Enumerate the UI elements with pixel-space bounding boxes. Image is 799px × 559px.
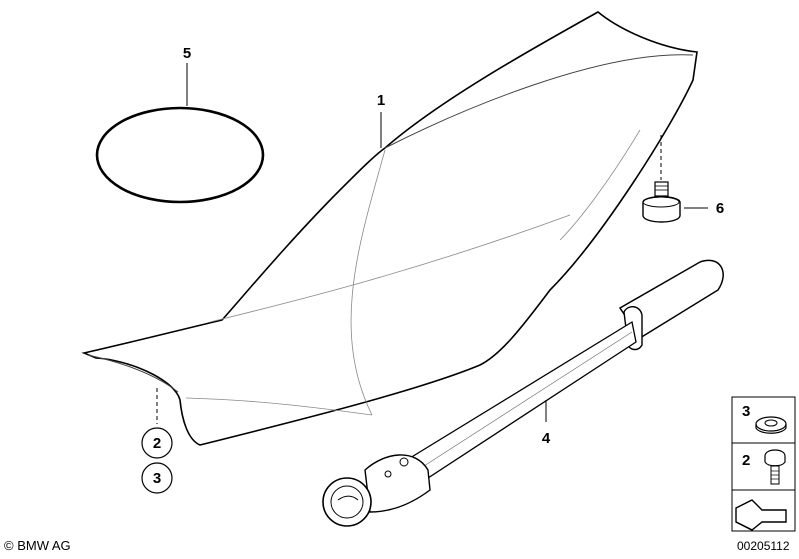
callout-3-label: 3 xyxy=(153,470,161,487)
callout-1-label: 1 xyxy=(377,92,385,109)
pump-gauge xyxy=(322,477,372,527)
seat-lower-crease xyxy=(185,397,373,416)
gauge-needle xyxy=(337,495,359,501)
legend-washer-number: 3 xyxy=(742,403,750,420)
pump-head xyxy=(364,454,431,513)
buffer-part xyxy=(642,135,708,223)
washer-icon xyxy=(755,416,787,434)
seat-part xyxy=(81,11,698,446)
buffer-body xyxy=(642,196,681,223)
seat-outline xyxy=(81,11,698,446)
buffer-thread xyxy=(654,181,669,197)
callout-5-label: 5 xyxy=(183,45,191,62)
seat-top-edge xyxy=(384,54,694,149)
pump-handle xyxy=(618,259,724,340)
o-ring xyxy=(95,106,265,204)
seat-center-line xyxy=(350,149,386,416)
ring-part xyxy=(95,63,265,204)
copyright-text: © BMW AG xyxy=(4,538,71,553)
document-number: 00205112 xyxy=(737,539,790,553)
seat-right-contour xyxy=(559,129,641,241)
screw-icon xyxy=(764,449,786,485)
legend-screw-number: 2 xyxy=(742,452,750,469)
seat-front-lip xyxy=(87,354,179,393)
callout-circle-2: 2 xyxy=(141,427,173,459)
pump-part xyxy=(322,259,724,527)
callout-2-label: 2 xyxy=(153,435,161,452)
seat-mid-crease xyxy=(209,214,571,323)
callout-circle-3: 3 xyxy=(141,462,173,494)
callout-6-label: 6 xyxy=(716,200,724,217)
callout-4-label: 4 xyxy=(542,430,551,447)
arrow-icon xyxy=(735,499,787,531)
legend-box: 3 2 xyxy=(731,396,796,532)
